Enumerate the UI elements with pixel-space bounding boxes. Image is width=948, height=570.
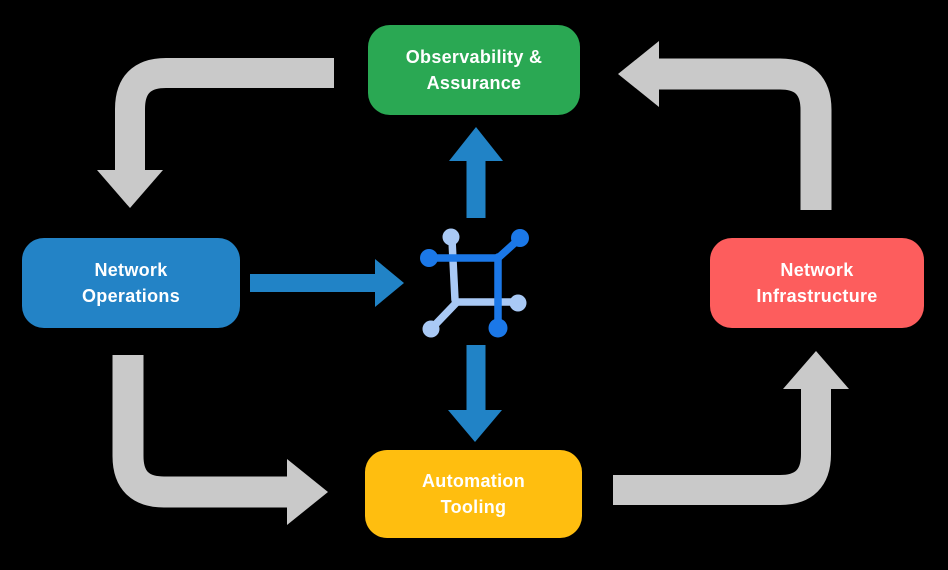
hub-node-top [442, 228, 460, 246]
arrow-hub-to-observability [449, 127, 503, 218]
arrow-automation-to-infrastructure [613, 351, 849, 505]
hub-node-bottomleft [422, 320, 440, 338]
arrow-elbow [613, 388, 831, 505]
arrow-head-down [448, 410, 502, 442]
hub-node-left [420, 249, 438, 267]
arrow-head-up [783, 351, 849, 389]
arrow-infrastructure-to-observability [618, 41, 832, 210]
hub-node-topright [511, 229, 529, 247]
node-observability-assurance: Observability & Assurance [368, 25, 580, 115]
node-label: Network Infrastructure [756, 260, 878, 306]
arrow-elbow [115, 58, 334, 171]
network-hub-icon [420, 228, 529, 338]
hub-left-edge [448, 236, 459, 304]
node-automation-tooling: Automation Tooling [365, 450, 582, 538]
node-network-operations: Network Operations [22, 238, 240, 328]
arrow-operations-to-hub [250, 259, 404, 307]
node-label: Automation Tooling [422, 471, 525, 517]
arrow-elbow [112, 355, 288, 508]
arrow-operations-to-automation [112, 355, 328, 525]
arrow-observability-to-operations [97, 58, 334, 208]
arrow-elbow [658, 58, 832, 210]
hub-spoke-downleft [429, 298, 461, 331]
arrow-head-right [375, 259, 404, 307]
hub-node-bottom [488, 318, 508, 338]
arrow-head-down [97, 170, 163, 208]
node-label: Observability & Assurance [405, 47, 543, 93]
arrow-hub-to-automation [448, 345, 502, 442]
hub-node-right [509, 294, 527, 312]
arrow-head-right [287, 459, 328, 525]
arrow-head-up [449, 127, 503, 161]
arrow-head-left [618, 41, 659, 107]
node-label: Network Operations [81, 260, 181, 306]
node-network-infrastructure: Network Infrastructure [710, 238, 924, 328]
